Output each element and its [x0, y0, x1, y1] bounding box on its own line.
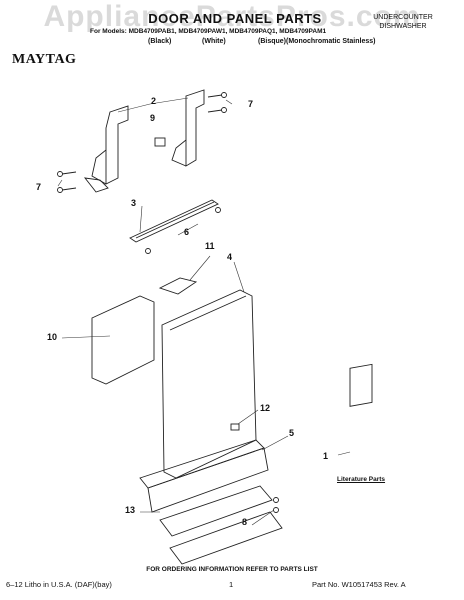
color-white: (White) [202, 38, 226, 45]
callout-10: 10 [47, 332, 58, 342]
literature-parts-label: Literature Parts [337, 476, 386, 483]
literature-booklet [349, 363, 373, 407]
callout-2: 2 [151, 96, 157, 106]
screws-lower-left [57, 171, 77, 193]
callout-6: 6 [184, 227, 190, 237]
callout-3: 3 [131, 198, 137, 208]
kick-screw-a [273, 497, 279, 503]
product-line-1: UNDERCOUNTER [373, 14, 433, 21]
vent-part [158, 277, 198, 295]
door-panel-lip [169, 295, 247, 331]
rail-screw-right [215, 207, 221, 213]
callout-1: 1 [323, 451, 329, 461]
hinge-arm-right [171, 139, 187, 167]
color-bisque-stainless: (Bisque)(Monochromatic Stainless) [258, 38, 376, 45]
kick-screw-b [273, 507, 279, 513]
footer-litho: 6–12 Litho in U.S.A. (DAF)(bay) [6, 580, 112, 589]
callout-7-lower: 7 [36, 182, 42, 192]
callout-7-upper: 7 [248, 99, 254, 109]
callout-5: 5 [289, 428, 295, 438]
callout-4: 4 [227, 252, 233, 262]
trim-part [159, 485, 273, 537]
outer-door-panel [161, 289, 257, 479]
product-line-2: DISHWASHER [379, 23, 427, 30]
color-black: (Black) [148, 38, 172, 45]
callout-11: 11 [205, 241, 215, 251]
callout-8: 8 [242, 517, 248, 527]
model-list: For Models: MDB4709PAB1, MDB4709PAW1, MD… [90, 28, 327, 35]
page-title: DOOR AND PANEL PARTS [148, 11, 322, 26]
watermark: AppliancePartsPros.com [43, 0, 421, 33]
spring-part [154, 137, 166, 147]
clip-part [230, 423, 240, 431]
footer-part-number: Part No. W10517453 Rev. A [312, 580, 406, 589]
hinge-lower-left [83, 177, 109, 193]
product-type: UNDERCOUNTER DISHWASHER [348, 13, 458, 31]
maytag-logo: MAYTAG [12, 52, 77, 67]
toe-panel-front [147, 447, 269, 513]
kick-plate [169, 511, 283, 565]
callout-12: 12 [260, 403, 271, 413]
ordering-note: FOR ORDERING INFORMATION REFER TO PARTS … [146, 566, 318, 573]
rail-screw-left [145, 248, 151, 254]
door-rail [129, 199, 219, 243]
screws-upper-right [207, 92, 227, 113]
hinge-bracket-right [185, 89, 205, 167]
insulation-sheet [91, 295, 155, 385]
footer-page-number: 1 [229, 580, 234, 589]
callout-9: 9 [150, 113, 156, 123]
callout-13: 13 [125, 505, 136, 515]
hinge-bracket-left [105, 105, 129, 185]
toe-panel-top [139, 439, 265, 489]
